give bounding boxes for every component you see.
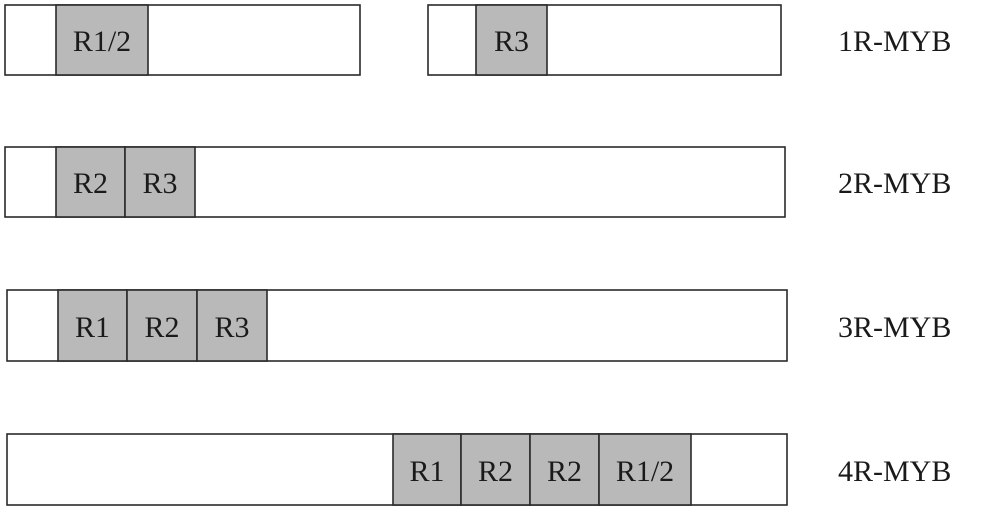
class-label: 3R-MYB: [838, 311, 951, 344]
domain-label: R3: [494, 25, 529, 58]
domain-box: [196, 289, 268, 362]
domain-label: R1: [409, 455, 444, 488]
row-2r-myb: R2 R3 2R-MYB: [4, 146, 951, 218]
domain-box: [57, 289, 128, 362]
row-4r-myb: R1 R2 R2 R1/2 4R-MYB: [6, 433, 951, 506]
domain-label: R2: [73, 167, 108, 200]
domain-box: [460, 433, 531, 506]
domain-box: [392, 433, 462, 506]
domain-label: R2: [478, 455, 513, 488]
domain-label: R1/2: [616, 455, 674, 488]
domain-box: [475, 4, 548, 76]
row-3r-myb: R1 R2 R3 3R-MYB: [6, 289, 951, 362]
row-1r-myb: R1/2 R3 1R-MYB: [4, 4, 951, 76]
domain-box: [598, 433, 692, 506]
domain-label: R3: [214, 311, 249, 344]
domain-label: R2: [547, 455, 582, 488]
domain-label: R3: [142, 167, 177, 200]
domain-box: [55, 146, 126, 218]
domain-box: [55, 4, 149, 76]
class-label: 1R-MYB: [838, 25, 951, 58]
domain-box: [124, 146, 196, 218]
domain-label: R2: [144, 311, 179, 344]
domain-box: [126, 289, 198, 362]
class-label: 2R-MYB: [838, 167, 951, 200]
class-label: 4R-MYB: [838, 455, 951, 488]
domain-label: R1: [75, 311, 110, 344]
domain-label: R1/2: [73, 25, 131, 58]
